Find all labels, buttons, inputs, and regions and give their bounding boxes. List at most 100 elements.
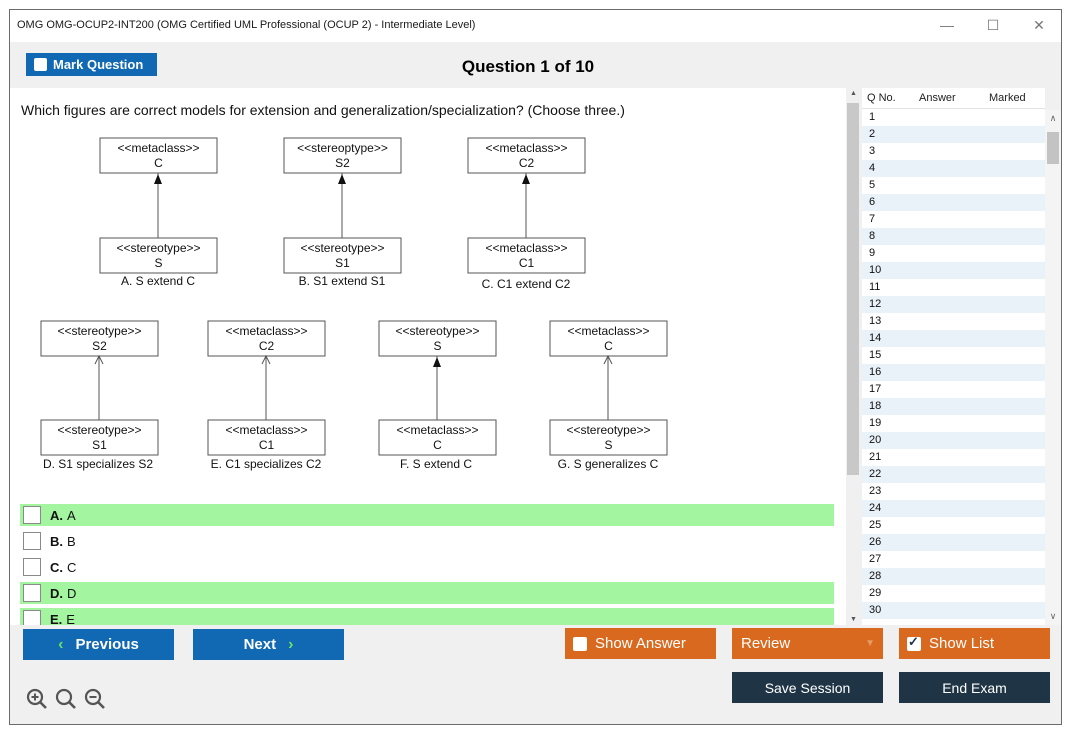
column-header-marked[interactable]: Marked	[989, 92, 1026, 104]
question-list-row[interactable]: 3	[869, 145, 876, 157]
list-scroll-up-icon[interactable]: ∧	[1049, 113, 1057, 123]
question-list-row[interactable]: 18	[862, 398, 1045, 415]
figure-d-top-name: S2	[92, 339, 107, 353]
zoom-out-icon[interactable]	[84, 688, 106, 710]
figure-f-top-stereotype: <<stereotype>>	[395, 324, 479, 338]
figure-g-bottom-name: S	[604, 438, 612, 452]
figure-b-top-stereotype: <<stereoptype>>	[297, 141, 388, 155]
scroll-down-arrow-icon[interactable]: ▼	[850, 616, 857, 623]
question-list-row[interactable]: 5	[869, 179, 876, 191]
previous-button[interactable]: ‹ Previous	[23, 629, 174, 660]
review-dropdown[interactable]: Review ▼	[732, 628, 883, 659]
maximize-button[interactable]: ☐	[986, 17, 1000, 33]
question-list-row[interactable]: 25	[869, 519, 882, 531]
mark-question-button[interactable]: Mark Question	[26, 53, 157, 76]
figure-c-top-stereotype: <<metaclass>>	[485, 141, 567, 155]
figure-d-top-stereotype: <<stereotype>>	[57, 324, 141, 338]
next-button[interactable]: Next ›	[193, 629, 344, 660]
question-list-row[interactable]: 29	[869, 587, 882, 599]
question-list-row[interactable]: 13	[869, 315, 882, 327]
show-answer-button[interactable]: Show Answer	[565, 628, 716, 659]
question-list-row[interactable]: 16	[862, 364, 1045, 381]
question-list-row[interactable]: 12	[862, 296, 1045, 313]
question-list-row[interactable]: 19	[869, 417, 882, 429]
scrollbar-thumb[interactable]	[847, 103, 859, 475]
question-list-row[interactable]: 11	[869, 281, 881, 293]
show-list-checkbox-icon	[907, 634, 921, 651]
answer-option-c[interactable]: C. C	[20, 556, 834, 578]
question-list-scrollbar[interactable]: ∧ ∨	[1045, 110, 1061, 625]
list-scrollbar-thumb[interactable]	[1047, 132, 1059, 164]
zoom-in-icon[interactable]	[26, 688, 48, 710]
question-list-row[interactable]: 28	[862, 568, 1045, 585]
close-button[interactable]: ✕	[1033, 17, 1045, 33]
answer-text: A	[67, 507, 76, 523]
question-list-row[interactable]: 4	[862, 160, 1045, 177]
figure-e-caption: E. C1 specializes C2	[211, 457, 322, 471]
question-list-row[interactable]: 22	[862, 466, 1045, 483]
minimize-button[interactable]: —	[940, 17, 954, 33]
answer-options: A. A B. B C. C D. D E. E	[20, 504, 834, 634]
answer-text: C	[67, 559, 77, 575]
answer-letter: E.	[50, 611, 63, 627]
question-list-row[interactable]: 26	[862, 534, 1045, 551]
answer-letter: A.	[50, 507, 63, 523]
answer-option-b[interactable]: B. B	[20, 530, 834, 552]
zoom-reset-icon[interactable]	[55, 688, 77, 710]
end-exam-button[interactable]: End Exam	[899, 672, 1050, 703]
review-label: Review	[741, 635, 791, 652]
question-list-row[interactable]: 2	[862, 126, 1045, 143]
question-list-row[interactable]: 1	[869, 111, 876, 123]
question-list-row[interactable]: 10	[862, 262, 1045, 279]
figure-g-caption: G. S generalizes C	[558, 457, 659, 471]
question-list-row[interactable]: 21	[869, 451, 882, 463]
question-list-row[interactable]: 24	[862, 500, 1045, 517]
save-session-button[interactable]: Save Session	[732, 672, 883, 703]
end-exam-label: End Exam	[942, 679, 1007, 696]
show-list-button[interactable]: Show List	[899, 628, 1050, 659]
question-list-row[interactable]: 27	[869, 553, 882, 565]
question-scrollbar[interactable]: ▲ ▼	[846, 88, 861, 625]
figure-d-bottom-stereotype: <<stereotype>>	[57, 423, 141, 437]
figure-e: <<metaclass>> C2 <<metaclass>> C1 E. C1 …	[207, 320, 326, 471]
figure-g-top-stereotype: <<metaclass>>	[567, 324, 649, 338]
figure-d: <<stereotype>> S2 <<stereotype>> S1 D. S…	[40, 320, 159, 471]
figure-e-top-stereotype: <<metaclass>>	[225, 324, 307, 338]
column-header-qno[interactable]: Q No.	[867, 92, 896, 104]
list-scroll-down-icon[interactable]: ∨	[1049, 611, 1057, 621]
question-list-row[interactable]: 30	[862, 602, 1045, 619]
scroll-up-arrow-icon[interactable]: ▲	[850, 90, 857, 97]
answer-checkbox[interactable]	[23, 584, 41, 602]
figure-g: <<metaclass>> C <<stereotype>> S G. S ge…	[549, 320, 668, 471]
answer-checkbox[interactable]	[23, 532, 41, 550]
question-list-row[interactable]: 20	[862, 432, 1045, 449]
figure-c-bottom-name: C1	[519, 256, 535, 270]
question-list-row[interactable]: 8	[862, 228, 1045, 245]
question-list-row[interactable]: 14	[862, 330, 1045, 347]
question-list-row[interactable]: 9	[869, 247, 876, 259]
answer-checkbox[interactable]	[23, 506, 41, 524]
window-title: OMG OMG-OCUP2-INT200 (OMG Certified UML …	[17, 19, 476, 31]
figure-d-caption: D. S1 specializes S2	[43, 457, 153, 471]
column-header-answer[interactable]: Answer	[919, 92, 956, 104]
answer-checkbox[interactable]	[23, 558, 41, 576]
question-list-row[interactable]: 17	[869, 383, 882, 395]
figure-f: <<stereotype>> S <<metaclass>> C F. S ex…	[378, 320, 497, 471]
chevron-right-icon: ›	[288, 635, 294, 653]
title-bar: OMG OMG-OCUP2-INT200 (OMG Certified UML …	[10, 10, 1061, 42]
answer-option-d[interactable]: D. D	[20, 582, 834, 604]
show-answer-checkbox-icon	[573, 636, 587, 651]
chevron-left-icon: ‹	[58, 635, 64, 653]
figure-a-caption: A. S extend C	[121, 274, 195, 288]
answer-letter: D.	[50, 585, 63, 601]
figure-e-bottom-name: C1	[259, 438, 275, 452]
figure-c: <<metaclass>> C2 <<metaclass>> C1 C. C1 …	[467, 137, 586, 291]
question-list-row[interactable]: 7	[869, 213, 876, 225]
answer-option-a[interactable]: A. A	[20, 504, 834, 526]
question-list-row[interactable]: 15	[869, 349, 882, 361]
answer-option-e[interactable]: E. E	[20, 608, 834, 630]
figure-c-top-name: C2	[519, 156, 535, 170]
figure-c-bottom-stereotype: <<metaclass>>	[485, 241, 567, 255]
question-list-row[interactable]: 23	[869, 485, 882, 497]
question-list-row[interactable]: 6	[862, 194, 1045, 211]
